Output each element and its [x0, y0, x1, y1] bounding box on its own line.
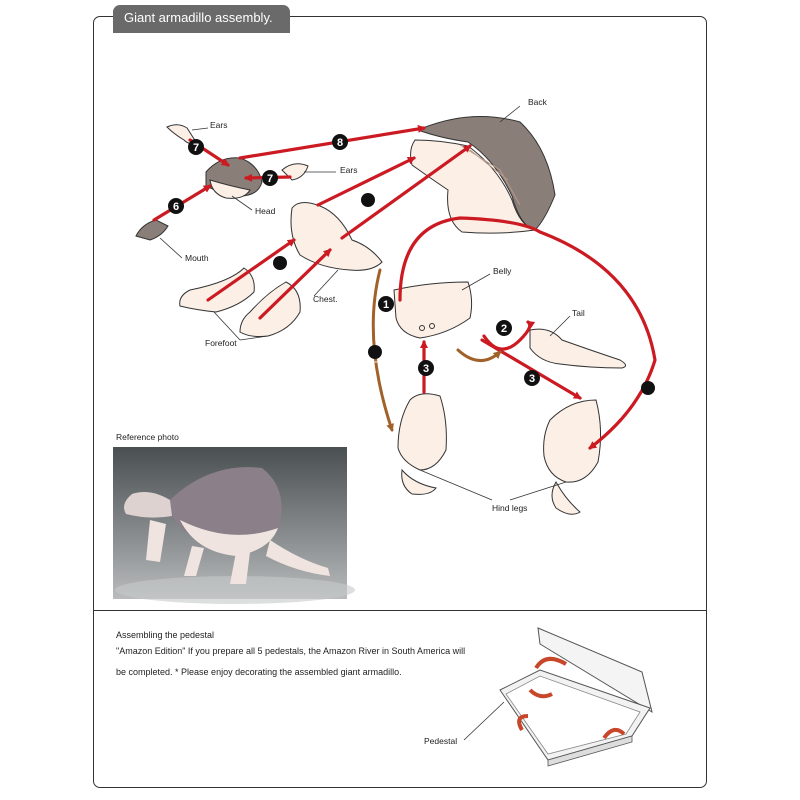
step-6-marker: 6 — [168, 198, 184, 214]
title-tab — [113, 5, 290, 33]
step-8-label: 8 — [337, 137, 343, 149]
belly-leader — [461, 273, 491, 291]
forefoot-leader-2 — [239, 335, 269, 341]
back-part — [410, 116, 556, 234]
hind-legs-leader-2 — [509, 481, 567, 501]
fold-marker-2: Fold — [273, 256, 287, 275]
fold-marker-3: Fold — [368, 345, 382, 364]
step-2-label: 2 — [501, 323, 507, 335]
step-7b-label: 7 — [267, 173, 273, 185]
step-6-label: 6 — [173, 201, 179, 213]
head-part — [205, 157, 263, 199]
arrow-forefoot-to-chest-2 — [258, 248, 332, 320]
forefoot-leader-1 — [213, 311, 241, 341]
fold-label-4: Fold — [645, 396, 652, 400]
arrow-chest-to-back-2 — [340, 144, 472, 240]
section-divider — [94, 610, 706, 611]
arrow-chest-to-back — [316, 156, 416, 207]
pedestal-text-line-2: be completed. * Please enjoy decorating … — [116, 667, 402, 677]
label-back: Back — [528, 97, 547, 107]
step-3b-marker: 3 — [524, 370, 540, 386]
head-leader — [231, 195, 253, 211]
step-7a-label: 7 — [193, 142, 199, 154]
ears-top-leader — [191, 127, 209, 131]
step-2-marker: 2 — [496, 320, 512, 336]
back-leader — [499, 105, 521, 123]
mouth-leader — [159, 237, 183, 259]
arrow-forefoot-to-chest — [206, 238, 296, 302]
step-7b-marker: 7 — [262, 170, 278, 186]
hind-leg-right — [543, 399, 602, 515]
label-mouth: Mouth — [185, 253, 209, 263]
arrow-back-to-hindleg — [538, 230, 657, 450]
label-chest: Chest. — [313, 294, 338, 304]
page-title: Giant armadillo assembly. — [124, 10, 273, 25]
label-hind-legs: Hind legs — [492, 503, 528, 513]
step-3a-label: 3 — [423, 363, 429, 375]
reference-photo — [113, 447, 355, 604]
pedestal-illustration — [463, 627, 653, 767]
pedestal-heading: Assembling the pedestal — [116, 630, 215, 640]
label-ears-top: Ears — [210, 120, 228, 130]
step-3a-marker: 3 — [418, 360, 434, 376]
label-belly: Belly — [493, 266, 512, 276]
label-ears-side: Ears — [340, 165, 358, 175]
chest-part — [290, 202, 383, 271]
step-3b-label: 3 — [529, 373, 535, 385]
tail-part — [529, 328, 626, 369]
pedestal-text-line-1: "Amazon Edition" If you prepare all 5 pe… — [116, 646, 466, 656]
step-1-marker: 1 — [378, 296, 394, 312]
arrow-chest-to-hindleg-brown — [371, 268, 394, 432]
reference-photo-caption: Reference photo — [116, 432, 179, 442]
fold-label-3: Fold — [372, 360, 379, 364]
fold-label-2: Fold — [277, 271, 284, 275]
page-frame — [93, 16, 707, 788]
tail-leader — [549, 315, 571, 337]
step-7a-marker: 7 — [188, 139, 204, 155]
belly-part — [393, 281, 473, 339]
arrow-tail-to-belly — [482, 320, 536, 351]
chest-leader — [313, 269, 339, 297]
arrow-belly-to-back — [398, 216, 542, 302]
label-tail: Tail — [572, 308, 585, 318]
arrow-head-to-back — [238, 125, 426, 160]
fold-label-1: Fold — [365, 208, 372, 212]
step-8-marker: 8 — [332, 134, 348, 150]
label-pedestal: Pedestal — [424, 736, 458, 746]
fold-marker-1: Fold — [361, 193, 375, 212]
step-1-label: 1 — [383, 299, 389, 311]
fold-marker-4: Fold — [641, 381, 655, 400]
arrow-belly-fold-brown — [456, 348, 502, 362]
mouth-part — [135, 219, 169, 241]
hind-legs-leader-1 — [419, 469, 493, 501]
hind-leg-left — [397, 393, 447, 495]
label-forefoot: Forefoot — [205, 338, 237, 348]
label-head: Head — [255, 206, 276, 216]
